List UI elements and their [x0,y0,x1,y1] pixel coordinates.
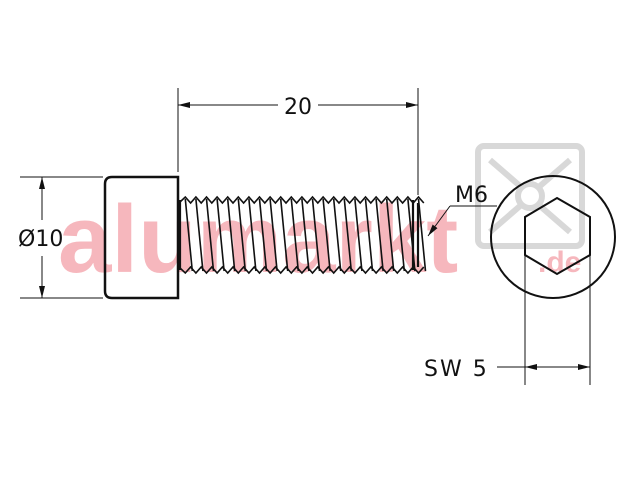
profile-logo-icon [475,143,585,249]
thread-flank-line [417,198,427,272]
thread-flank-line [343,198,353,272]
thread-bottom-profile [179,265,425,275]
thread-flank-line [385,198,395,272]
head-end-view [490,175,616,299]
thread-flank-line [237,198,247,272]
thread-flank-line [269,198,278,272]
thread-flank-line [195,198,204,272]
thread-leader [427,205,497,237]
thread-flank-line [301,198,310,272]
screw-head [103,175,180,300]
thread-flank-line [354,198,363,272]
length-dimension-label: 20 [284,95,312,120]
wrench-size-dimension [497,240,591,385]
thread-flank-line [322,198,331,272]
thread-flank-line [216,198,225,272]
wrench-size-label: SW 5 [424,357,489,382]
thread-flank-line [332,198,342,272]
screw-thread [178,195,427,275]
watermark-text: alumarkt [58,186,458,293]
thread-flank-line [205,198,215,272]
thread-flank-line [396,198,406,272]
thread-top-profile [179,195,425,205]
thread-flank-line [375,198,384,272]
hex-socket [524,196,591,276]
thread-flank-line [258,198,268,272]
diameter-dimension [20,176,103,299]
thread-flank-line [279,198,289,272]
thread-flank-line [290,198,300,272]
thread-flank-line [184,198,194,272]
watermark-suffix: .de [538,246,581,279]
thread-flank-line [311,198,321,272]
thread-flank-line [226,198,236,272]
thread-flank-line [364,198,374,272]
length-dimension [177,88,419,195]
thread-label: M6 [455,183,488,208]
diameter-dimension-label: Ø10 [18,227,63,252]
thread-flank-line [248,198,257,272]
